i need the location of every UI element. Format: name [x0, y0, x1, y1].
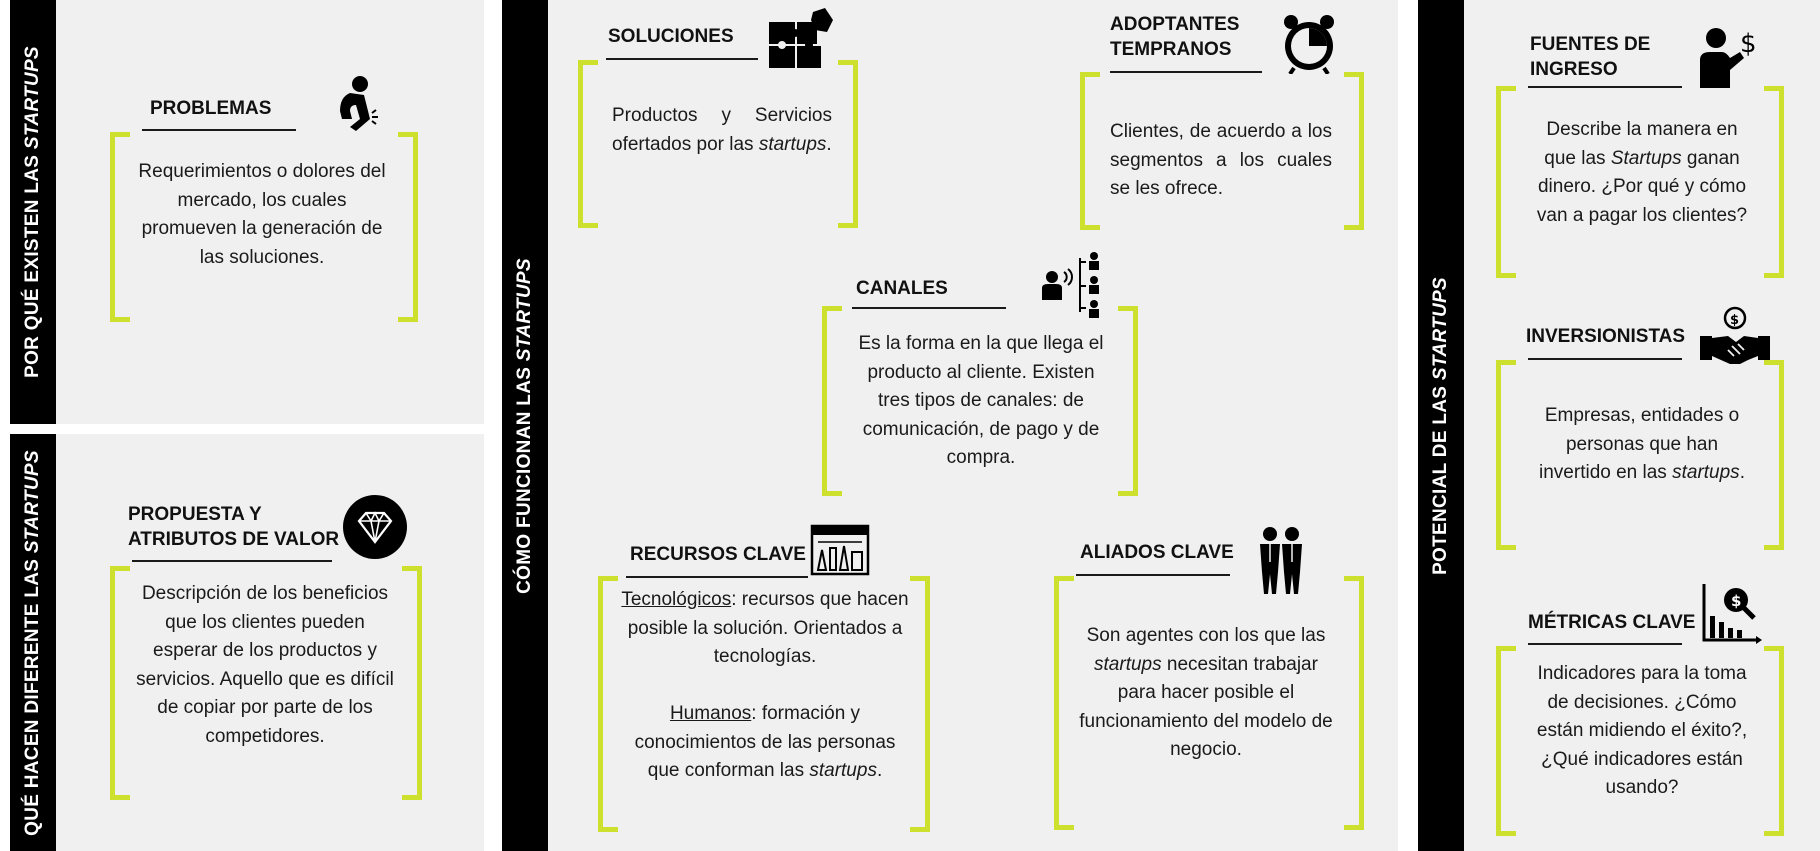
sidebar-how: CÓMO FUNCIONAN LAS STARTUPS — [502, 0, 548, 851]
broadcast-people-icon — [1038, 250, 1108, 320]
recursos-underline — [626, 576, 808, 578]
adoptantes-underline — [1110, 71, 1262, 73]
fuentes-title: FUENTES DE INGRESO — [1530, 34, 1651, 80]
partners-icon — [1256, 526, 1306, 596]
sidebar-what: QUÉ HACEN DIFERENTE LAS STARTUPS — [10, 434, 56, 851]
fuentes-bracket-right — [1764, 86, 1784, 278]
problemas-title: PROBLEMAS — [150, 98, 272, 119]
adoptantes-bracket-left — [1080, 72, 1100, 230]
fuentes-text: Describe la manera en que las Startups g… — [1536, 119, 1748, 226]
recursos-bracket-left — [598, 576, 618, 832]
recursos-text: Tecnológicos: recursos que hacen posible… — [620, 586, 910, 786]
canales-bracket-left — [822, 306, 842, 496]
section-title-potential: POTENCIAL DE LAS STARTUPS — [1430, 276, 1451, 575]
inversionistas-title: INVERSIONISTAS — [1526, 326, 1686, 347]
handshake-icon: $ — [1700, 306, 1770, 368]
aliados-underline — [1076, 574, 1230, 576]
metricas-text: Indicadores para la toma de decisiones. … — [1536, 663, 1748, 798]
propuesta-underline — [132, 560, 332, 562]
adoptantes-bracket-right — [1344, 72, 1364, 230]
inversionistas-text: Empresas, entidades o personas que han i… — [1539, 405, 1745, 483]
sidebar-potential: POTENCIAL DE LAS STARTUPS — [1418, 0, 1464, 851]
panel-why — [10, 0, 484, 424]
person-in-pain-icon — [330, 75, 388, 133]
chart-magnifier-icon: $ — [1700, 582, 1762, 644]
canales-text: Es la forma en la que llega el producto … — [858, 333, 1104, 468]
soluciones-title: SOLUCIONES — [608, 26, 734, 47]
aliados-bracket-left — [1054, 576, 1074, 830]
problemas-text: Requerimientos o dolores del mercado, lo… — [138, 161, 386, 268]
canales-bracket-right — [1118, 306, 1138, 496]
metricas-title: MÉTRICAS CLAVE — [1528, 612, 1696, 633]
inversionistas-bracket-left — [1496, 360, 1516, 550]
section-title-why: POR QUÉ EXISTEN LAS STARTUPS — [22, 46, 43, 378]
problemas-bracket-left — [110, 132, 130, 322]
problemas-bracket-right — [398, 132, 418, 322]
section-title-what: QUÉ HACEN DIFERENTE LAS STARTUPS — [22, 449, 43, 836]
recursos-tecnologicos: Tecnológicos: recursos que hacen posible… — [621, 589, 909, 667]
metricas-bracket-right — [1764, 646, 1784, 836]
section-title-how: CÓMO FUNCIONAN LAS STARTUPS — [514, 257, 535, 594]
propuesta-title: PROPUESTA Y ATRIBUTOS DE VALOR — [128, 504, 340, 550]
recursos-bracket-right — [910, 576, 930, 832]
aliados-text: Son agentes con los que las startups nec… — [1079, 625, 1333, 760]
inversionistas-underline — [1528, 358, 1682, 360]
propuesta-bracket-right — [402, 566, 422, 800]
aliados-bracket-right — [1344, 576, 1364, 830]
alarm-clock-icon — [1282, 14, 1336, 74]
panel-what — [10, 434, 484, 851]
adoptantes-text: Clientes, de acuerdo a los segmentos a l… — [1110, 121, 1332, 199]
soluciones-text: Productos y Servicios ofertados por las … — [612, 105, 832, 155]
soluciones-underline — [606, 58, 758, 60]
canales-underline — [852, 307, 1006, 309]
svg-text:$: $ — [1730, 313, 1739, 328]
svg-text:$: $ — [1740, 29, 1757, 59]
soluciones-bracket-left — [578, 60, 598, 228]
svg-text:$: $ — [1731, 592, 1741, 610]
recursos-title: RECURSOS CLAVE — [630, 544, 806, 565]
fuentes-underline — [1528, 86, 1682, 88]
metricas-underline — [1528, 643, 1682, 645]
sidebar-why: POR QUÉ EXISTEN LAS STARTUPS — [10, 0, 56, 424]
propuesta-bracket-left — [110, 566, 130, 800]
adoptantes-title: ADOPTANTES TEMPRANOS — [1110, 14, 1240, 60]
inversionistas-bracket-right — [1764, 360, 1784, 550]
panel-how — [502, 0, 1398, 851]
metricas-bracket-left — [1496, 646, 1516, 836]
problemas-underline — [142, 129, 296, 131]
propuesta-text: Descripción de los beneficios que los cl… — [136, 583, 394, 747]
tools-window-icon — [810, 524, 870, 576]
businessman-dollar-icon: $ — [1696, 26, 1758, 88]
panel-potential — [1418, 0, 1820, 851]
diamond-icon — [342, 494, 408, 560]
aliados-title: ALIADOS CLAVE — [1080, 542, 1234, 563]
soluciones-bracket-right — [838, 60, 858, 228]
puzzle-icon — [767, 8, 835, 70]
fuentes-bracket-left — [1496, 86, 1516, 278]
recursos-humanos: Humanos: formación y conocimientos de la… — [634, 703, 896, 781]
canales-title: CANALES — [856, 278, 948, 299]
